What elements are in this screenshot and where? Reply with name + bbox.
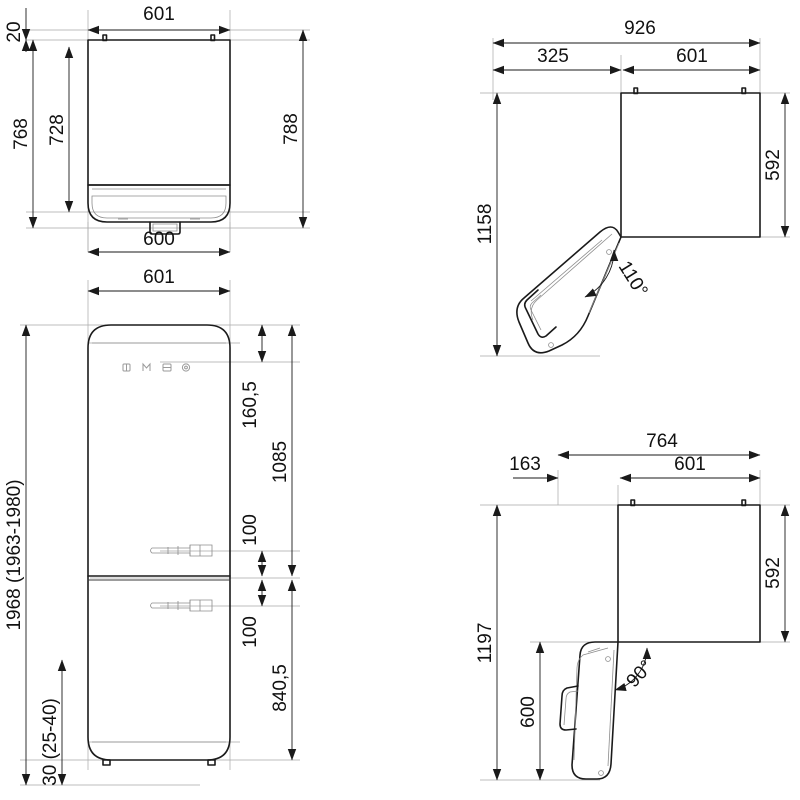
dim-label-592-plan90: 592: [763, 557, 784, 589]
settings-icon: [181, 363, 191, 372]
dim-label-depth-728: 728: [47, 114, 68, 146]
dim-width-325: 325: [492, 46, 622, 75]
door-open-90: [559, 641, 619, 780]
dim-width-601-top: 601: [87, 4, 231, 35]
dim-depth-592-plan90: 592: [763, 504, 790, 643]
dim-label-front-601: 601: [143, 267, 175, 288]
dim-label-1197: 1197: [475, 623, 496, 664]
dim-width-601-plan110: 601: [622, 46, 761, 75]
view-front-elevation: 601 1968 (1963-1980) 30 (25-40) 160,5 10…: [4, 267, 300, 786]
mode-icon: [142, 362, 151, 371]
dim-label-depth-768: 768: [11, 118, 32, 150]
dim-label-width-600: 600: [143, 229, 175, 250]
power-icon: [122, 363, 131, 372]
dim-label-angle-90: 90°: [622, 657, 657, 692]
dim-depth-1197: 1197: [475, 504, 502, 781]
display-icon: [162, 363, 172, 372]
cabinet-front-outline: [87, 324, 231, 766]
dim-label-764: 764: [646, 431, 678, 452]
extension-lines-plan-90: [480, 470, 790, 781]
dim-width-600-bottom: 600: [87, 229, 231, 257]
dim-foot-height: 30 (25-40): [40, 659, 67, 786]
dim-label-lower-100: 100: [240, 616, 261, 648]
angle-arc-110: 110°: [584, 249, 652, 301]
dim-front-width-601: 601: [87, 267, 231, 296]
dim-depth-728: 728: [47, 46, 74, 213]
handle-lower: [150, 599, 213, 612]
dim-label-163: 163: [509, 454, 541, 475]
dim-label-601-plan110: 601: [676, 46, 708, 67]
cabinet-plan-110: [620, 87, 761, 238]
dim-panel-160-5: 160,5: [240, 324, 267, 429]
dim-label-depth-788: 788: [281, 113, 302, 145]
dim-total-height: 1968 (1963-1980): [4, 324, 31, 786]
cabinet-plan-90: [617, 499, 761, 643]
dim-depth-768: 768: [11, 39, 38, 229]
dim-width-601-plan90: 601: [619, 454, 761, 483]
dim-width-163: 163: [509, 454, 559, 483]
dim-label-160-5: 160,5: [240, 381, 261, 429]
door-plan-profile: [87, 184, 231, 235]
dim-label-foot-height: 30 (25-40): [40, 698, 61, 786]
dim-handle-lower-100: 100: [240, 579, 267, 648]
dim-top-gap-20: 20: [4, 8, 31, 52]
dim-label-840-5: 840,5: [270, 664, 291, 712]
dim-label-total-height: 1968 (1963-1980): [4, 479, 25, 630]
cabinet-plan-outline: [87, 34, 231, 186]
dim-depth-788: 788: [281, 29, 308, 229]
dim-label-600-proj: 600: [518, 696, 539, 728]
dim-label-1158: 1158: [475, 204, 496, 245]
dim-label-top-gap: 20: [4, 21, 25, 42]
dim-label-upper-100: 100: [240, 514, 261, 546]
dim-label-1085: 1085: [270, 441, 291, 483]
door-open-110: [516, 226, 622, 354]
dim-label-angle-110: 110°: [614, 257, 652, 300]
angle-arc-90: 90°: [614, 647, 657, 692]
dim-label-592-plan110: 592: [763, 149, 784, 181]
dim-label-601-plan90: 601: [674, 454, 706, 475]
view-plan-90: 90° 764 163 601 592 1197 6: [475, 431, 790, 781]
dim-label-325: 325: [537, 46, 569, 67]
dim-door-projection-600: 600: [518, 641, 545, 781]
dim-handle-upper-100: 100: [240, 514, 267, 577]
dim-depth-1158: 1158: [475, 92, 502, 357]
view-top-left: 20 601 600 768 728 788: [4, 4, 310, 257]
dim-label-width-601: 601: [143, 4, 175, 25]
control-panel: [122, 362, 191, 372]
dim-width-764: 764: [557, 431, 761, 460]
dim-freezer-840-5: 840,5: [270, 579, 297, 761]
handle-upper: [150, 544, 213, 557]
view-plan-110: 110° 926 325 601 592 1158: [475, 18, 790, 357]
dim-width-926: 926: [492, 18, 761, 48]
dim-fridge-1085: 1085: [270, 324, 297, 577]
dim-depth-592-plan110: 592: [763, 92, 790, 238]
dim-label-926: 926: [624, 18, 656, 39]
